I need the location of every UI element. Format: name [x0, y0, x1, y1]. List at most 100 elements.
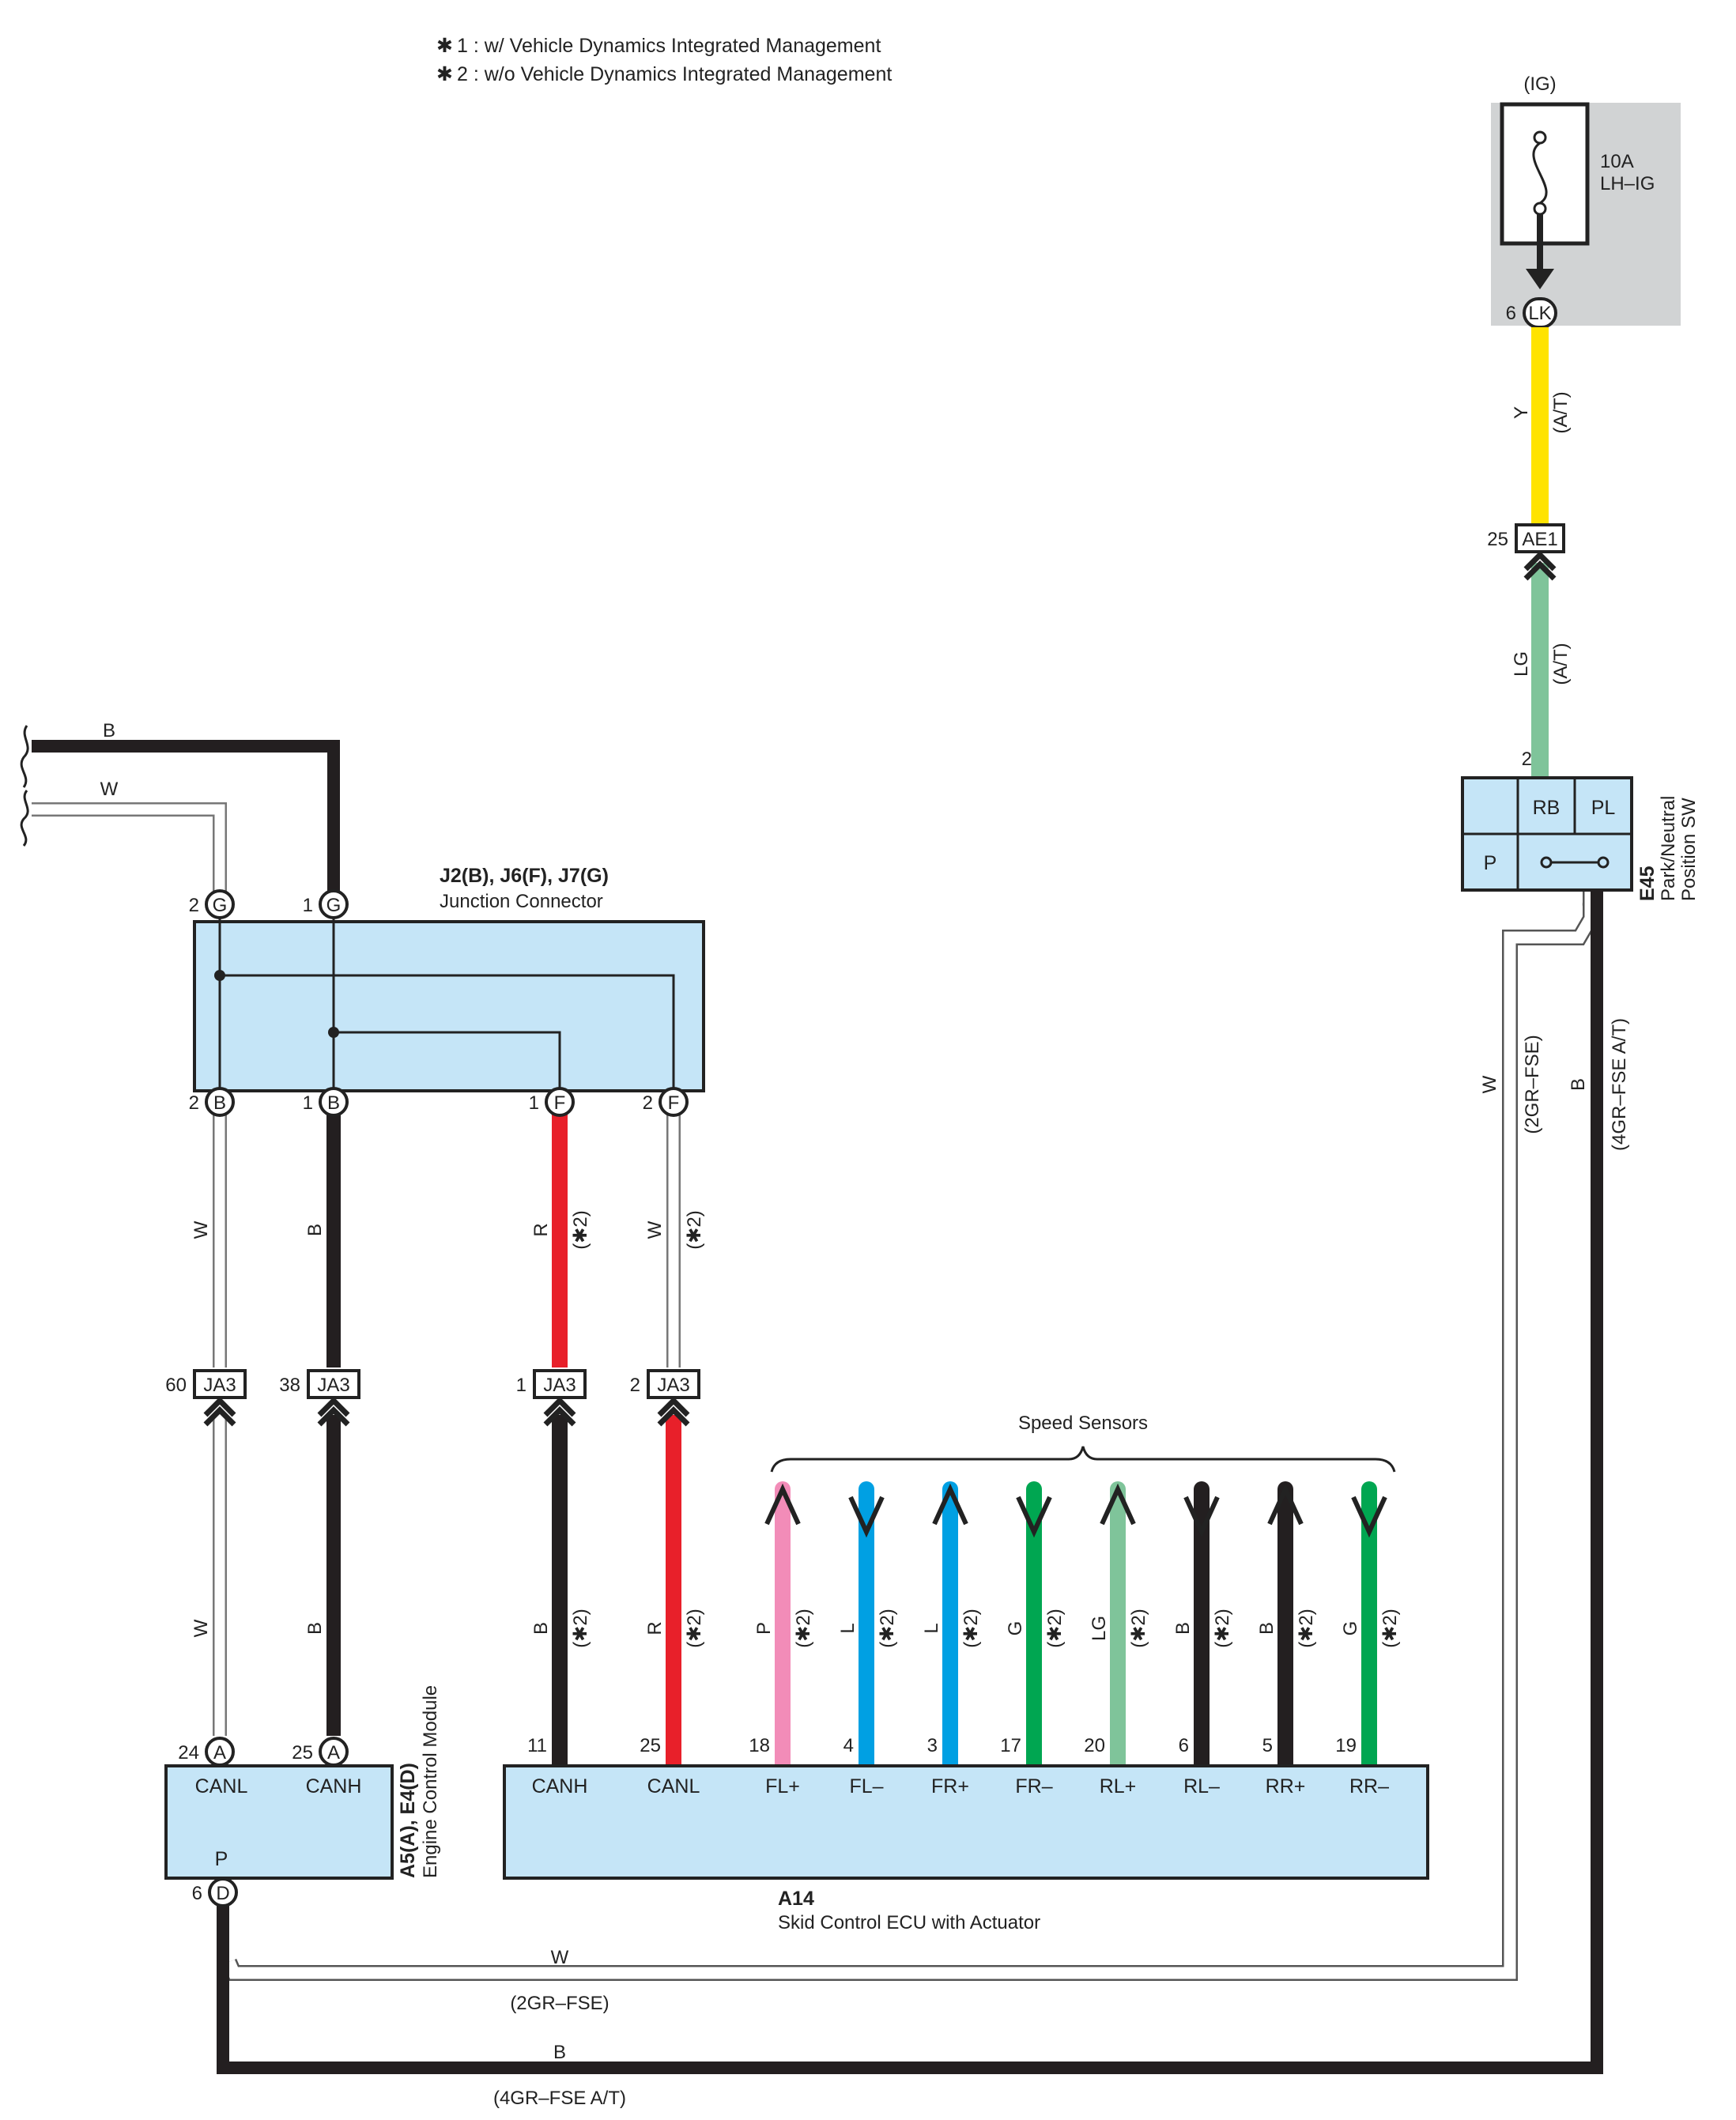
svg-text:D: D [216, 1883, 229, 1904]
speed-sensor-wire-note-8: (✱2) [1379, 1609, 1401, 1647]
wire-right-b-color: B [1568, 1078, 1589, 1091]
bottom-w-color: W [551, 1947, 569, 1968]
bottom-w-note: (2GR–FSE) [510, 1993, 609, 2014]
lower-wire-3-note: (✱2) [570, 1609, 591, 1647]
svg-text:2: 2 [189, 1092, 199, 1114]
upper-wire-4-note: (✱2) [684, 1210, 705, 1249]
wire-top-left-b [32, 740, 340, 901]
ecm-code: A5(A), E4(D) [397, 1763, 419, 1878]
svg-text:1: 1 [303, 895, 313, 916]
wire-y-note: (A/T) [1550, 391, 1572, 433]
svg-text:F: F [668, 1092, 680, 1114]
speed-sensor-wire-color-3: L [921, 1623, 942, 1633]
speed-sensor-wire-note-5: (✱2) [1128, 1609, 1149, 1647]
arrow-down-icon-4 [1016, 1496, 1052, 1538]
ja3-connector-2: JA3 38 [279, 1369, 360, 1399]
legend-notes: ✱ 1 : w/ Vehicle Dynamics Integrated Man… [436, 35, 892, 85]
skid-pin-20: 20 [1084, 1735, 1105, 1756]
ecm-pin-24: A 24 [178, 1737, 235, 1767]
upper-wire-1-color: W [191, 1220, 212, 1239]
wire-top-left-w [32, 802, 227, 901]
skid-pin-3: 3 [927, 1735, 938, 1756]
speed-sensor-wire-color-4: G [1005, 1621, 1026, 1636]
skid-pin-17: 17 [1000, 1735, 1021, 1756]
wire-right-w-color: W [1479, 1075, 1500, 1093]
skid-terminal-8: RR– [1349, 1775, 1389, 1797]
ig-label: (IG) [1523, 74, 1556, 95]
skid-pin-25: 25 [640, 1735, 661, 1756]
ecm-box [164, 1764, 394, 1880]
e45-terminal-rb: RB [1533, 797, 1561, 819]
speed-sensor-wire-note-2: (✱2) [877, 1609, 898, 1647]
lower-wire-1-color: W [191, 1619, 212, 1637]
skid-terminal-7: RR+ [1266, 1775, 1306, 1797]
ecm-name: Engine Control Module [420, 1685, 441, 1878]
skid-pin-4: 4 [843, 1735, 854, 1756]
lower-wire-4-note: (✱2) [684, 1609, 705, 1647]
svg-text:2: 2 [630, 1375, 640, 1396]
svg-text:G: G [213, 895, 228, 916]
junction-name: Junction Connector [440, 891, 603, 912]
fuse-icon [1532, 130, 1548, 216]
note-2-mark: ✱ [436, 63, 453, 85]
ecm-terminal-p: P [215, 1848, 228, 1870]
arrow-up-icon-1 [764, 1483, 801, 1526]
lower-wire-2-color: B [304, 1622, 326, 1635]
switch-contact-icon [1540, 856, 1610, 869]
speed-sensor-wire-color-8: G [1340, 1621, 1361, 1636]
skid-terminal-canh: CANH [532, 1775, 588, 1797]
wire-lg-top-color: LG [1511, 651, 1532, 677]
svg-text:1: 1 [529, 1092, 539, 1114]
arrow-up-icon-3 [932, 1483, 968, 1526]
svg-text:JA3: JA3 [203, 1375, 236, 1396]
junction-top-pin-1: G 2 [189, 889, 235, 919]
ae1-pin: 25 [1487, 529, 1508, 550]
speed-sensor-wire-color-6: B [1172, 1622, 1194, 1635]
engine-control-module: A 24 A 25 CANL CANH P D 6 A5(A), E4(D) E… [164, 1685, 441, 1907]
wire-right-b-note: (4GR–FSE A/T) [1609, 1018, 1630, 1151]
speed-sensor-wire-color-7: B [1256, 1622, 1277, 1635]
fuse-box [1500, 102, 1590, 246]
ja3-connector-3: JA3 1 [516, 1369, 587, 1399]
e45-terminal-pl: PL [1591, 797, 1616, 819]
svg-text:JA3: JA3 [543, 1375, 576, 1396]
skid-pin-19: 19 [1335, 1735, 1357, 1756]
svg-text:2: 2 [189, 895, 199, 916]
arrow-down-icon-6 [1183, 1496, 1220, 1538]
wire-break-icon [20, 725, 29, 847]
wire-top-left-b-label: B [103, 720, 115, 741]
svg-text:A: A [213, 1742, 226, 1764]
skid-pin-11: 11 [527, 1735, 547, 1756]
ecm-terminal-canl: CANL [195, 1775, 248, 1797]
ig-power-source: (IG) 10A LH–IG LK 6 [1491, 74, 1681, 329]
skid-terminal-5: RL+ [1100, 1775, 1137, 1797]
svg-text:B: B [213, 1092, 226, 1114]
svg-text:1: 1 [516, 1375, 526, 1396]
svg-text:60: 60 [165, 1375, 187, 1396]
ecm-pin-6: D 6 [192, 1877, 238, 1907]
wire-y-color: Y [1511, 406, 1532, 419]
speed-sensor-wire-color-2: L [837, 1623, 859, 1633]
junction-code: J2(B), J6(F), J7(G) [440, 865, 609, 887]
note-1: 1 : w/ Vehicle Dynamics Integrated Manag… [457, 35, 881, 57]
skid-terminal-4: FR– [1015, 1775, 1052, 1797]
upper-wire-3-note: (✱2) [570, 1210, 591, 1249]
junction-bottom-pin-1: B 2 [189, 1087, 235, 1117]
skid-pin-18: 18 [749, 1735, 770, 1756]
note-2: 2 : w/o Vehicle Dynamics Integrated Mana… [457, 63, 892, 85]
upper-wire-2-color: B [304, 1224, 326, 1236]
upper-wire-3-color: R [530, 1223, 552, 1236]
svg-text:24: 24 [178, 1742, 199, 1764]
svg-text:6: 6 [192, 1883, 202, 1904]
junction-bottom-pin-3: F 1 [529, 1087, 575, 1117]
e45-terminal-p: P [1484, 852, 1497, 874]
bottom-b-color: B [553, 2042, 566, 2063]
arrow-down-icon-8 [1351, 1496, 1387, 1538]
speed-sensor-wire-color-1: P [753, 1622, 775, 1635]
ja3-connector-4: JA3 2 [630, 1369, 700, 1399]
lower-wire-4-color: R [644, 1621, 666, 1635]
wire-right-w-note: (2GR–FSE) [1522, 1035, 1543, 1134]
ecm-pin-25: A 25 [292, 1737, 349, 1767]
